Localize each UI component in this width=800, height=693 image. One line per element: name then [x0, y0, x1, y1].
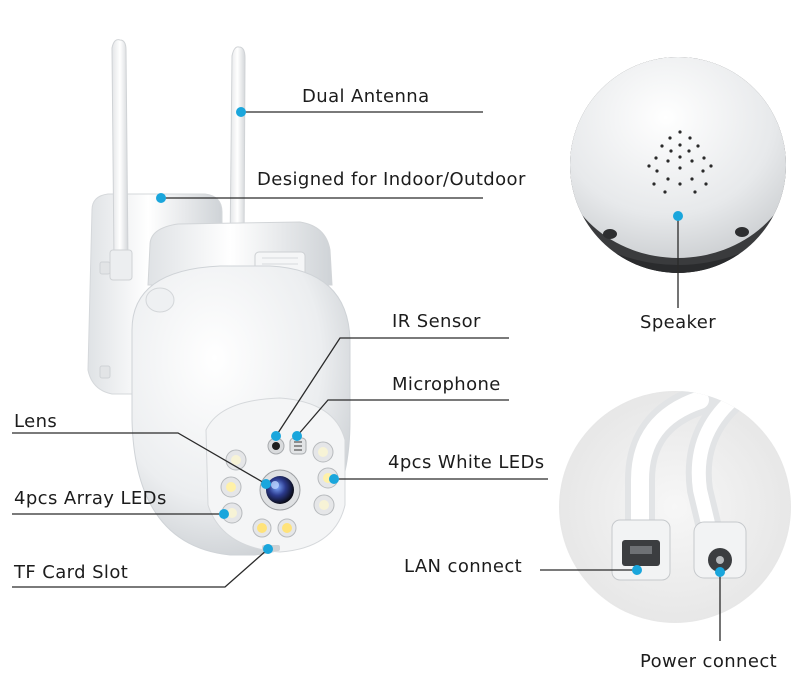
- label-tf-card-slot: TF Card Slot: [14, 562, 129, 583]
- array-leds: [220, 449, 297, 538]
- microphone-holes: [289, 437, 307, 455]
- label-power-connect: Power connect: [640, 651, 778, 672]
- label-microphone: Microphone: [392, 374, 501, 395]
- label-lan-connect: LAN connect: [404, 556, 523, 577]
- antenna-right: [229, 46, 246, 251]
- label-lens: Lens: [14, 411, 58, 432]
- label-array-leds: 4pcs Array LEDs: [14, 488, 167, 509]
- ir-sensor: [267, 437, 285, 455]
- label-dual-antenna: Dual Antenna: [302, 86, 430, 107]
- speaker-grille: [647, 130, 713, 194]
- label-ir-sensor: IR Sensor: [392, 311, 481, 332]
- power-connector: [693, 521, 747, 579]
- lan-connector: [611, 519, 671, 581]
- lens: [259, 469, 301, 511]
- antenna-left: [109, 39, 133, 281]
- label-speaker: Speaker: [640, 312, 717, 333]
- callout-lines: [12, 111, 721, 641]
- label-indoor-outdoor: Designed for Indoor/Outdoor: [257, 169, 526, 190]
- cable-inset: [559, 391, 791, 623]
- speaker-inset: [570, 57, 786, 273]
- camera-face: [220, 437, 339, 551]
- white-leds: [312, 441, 339, 516]
- label-white-leds: 4pcs White LEDs: [388, 452, 545, 473]
- callout-dots: [156, 107, 725, 577]
